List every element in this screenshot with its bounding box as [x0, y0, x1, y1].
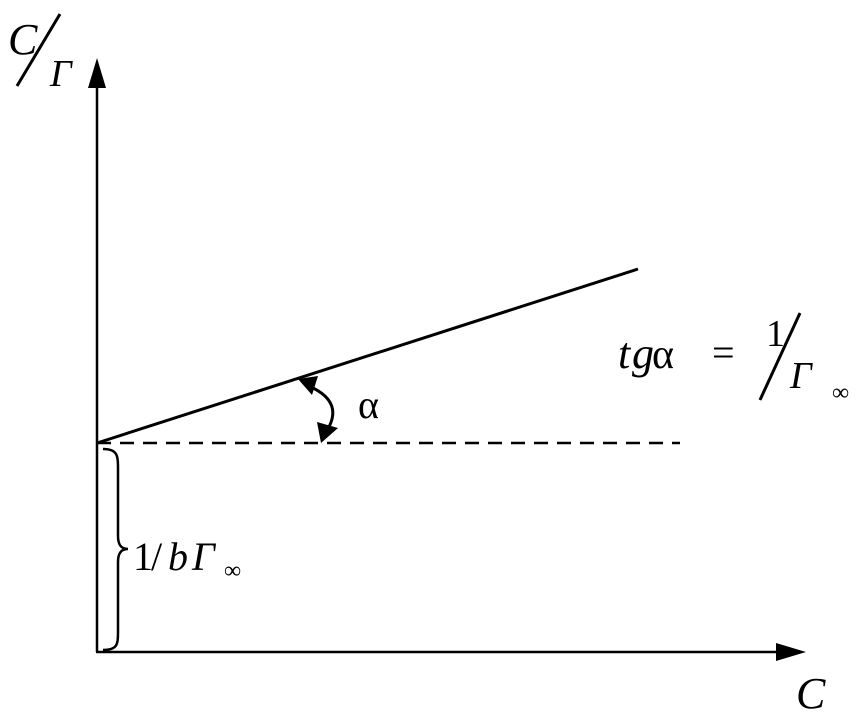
angle-arc-lower-arrowhead: [317, 422, 338, 443]
intercept-label-b: b: [168, 534, 188, 579]
slope-formula-slash: [758, 312, 802, 401]
slope-formula-equals: =: [712, 330, 735, 375]
slope-formula-alpha: α: [652, 332, 674, 378]
x-axis-label: C: [796, 669, 826, 715]
intercept-label-gamma: Γ: [191, 534, 217, 579]
angle-arc-upper-arrowhead: [298, 376, 318, 395]
intercept-brace: [102, 447, 129, 652]
fitted-line: [96, 267, 639, 445]
slope-formula-numerator: 1: [766, 313, 785, 355]
slope-formula-subscript: ∞: [832, 380, 849, 406]
intercept-label-subscript: ∞: [224, 558, 241, 584]
intercept-label-slash: /: [151, 534, 163, 579]
y-axis-label-denominator: Γ: [49, 53, 73, 95]
y-axis-label-slash: [15, 13, 62, 87]
intercept-label-one: 1: [133, 534, 153, 579]
x-axis-arrowhead: [776, 643, 806, 661]
slope-formula-t: t: [618, 329, 632, 378]
slope-formula-g: g: [632, 329, 654, 378]
y-axis-label-numerator: C: [8, 15, 38, 64]
slope-formula-denominator: Γ: [789, 355, 813, 397]
y-axis-arrowhead: [88, 58, 106, 88]
angle-label: α: [358, 382, 379, 427]
